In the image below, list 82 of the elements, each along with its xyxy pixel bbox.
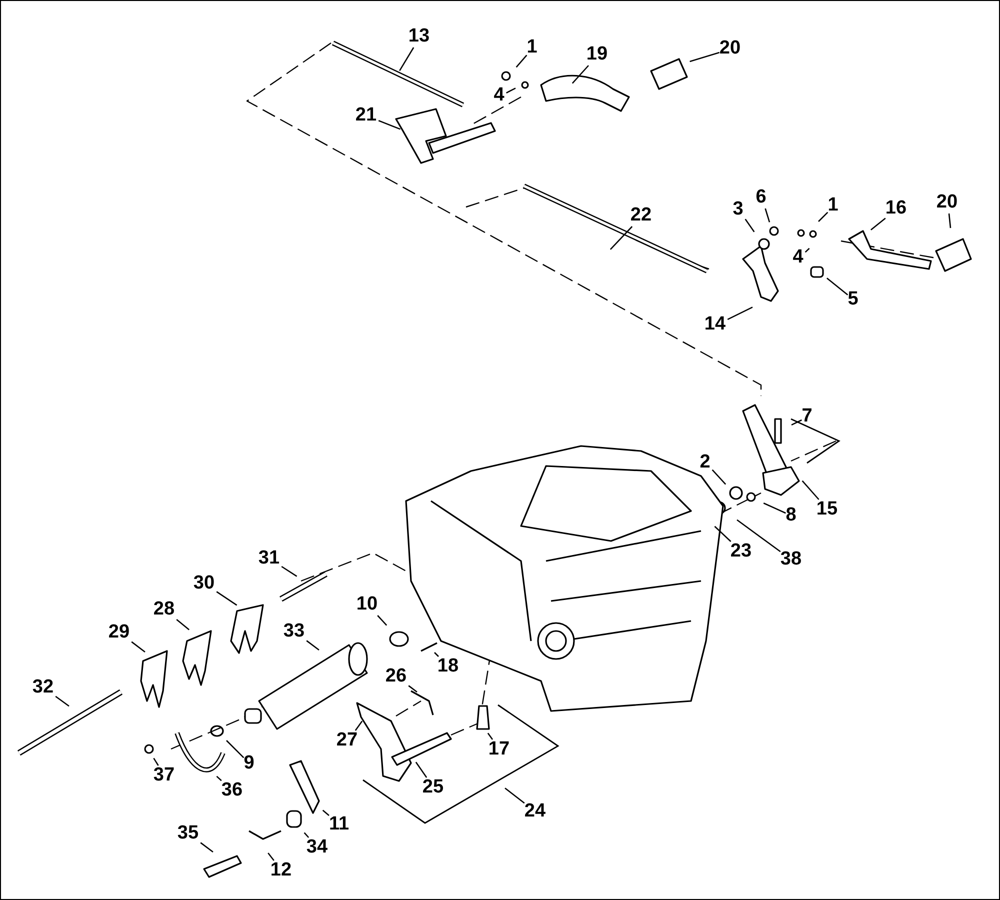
callout-number: 12	[269, 860, 293, 880]
leader-line	[55, 696, 70, 707]
callout-number: 34	[305, 836, 329, 858]
leader-line	[354, 720, 363, 731]
callout-number: 4	[492, 84, 506, 106]
leader-line	[226, 740, 244, 758]
callout-number: 35	[176, 822, 200, 844]
leader-line	[131, 641, 146, 653]
leader-line	[763, 502, 786, 514]
callout-number: 7	[800, 406, 814, 426]
leader-line	[415, 762, 428, 778]
leader-line	[304, 832, 310, 838]
leader-line	[408, 685, 418, 693]
leader-line	[268, 852, 274, 861]
leader-line	[870, 218, 886, 230]
callout-number: 32	[31, 676, 55, 698]
callout-number: 6	[754, 186, 768, 208]
leader-line	[736, 519, 781, 552]
leader-line	[690, 52, 720, 62]
callout-number: 18	[436, 656, 460, 676]
callout-number: 9	[242, 752, 256, 774]
callout-number: 5	[846, 288, 860, 310]
callout-number: 20	[718, 38, 742, 58]
leader-line	[572, 65, 589, 84]
leader-line	[727, 306, 753, 320]
leader-line	[744, 218, 755, 232]
callout-number: 21	[354, 104, 378, 126]
callout-number: 36	[220, 780, 244, 800]
callout-number: 11	[328, 814, 350, 834]
callout-number: 24	[523, 800, 547, 822]
leader-line	[216, 776, 222, 782]
callout-number: 17	[487, 738, 511, 760]
leader-line	[200, 842, 214, 853]
callout-number: 33	[282, 620, 306, 642]
leader-line	[487, 732, 494, 740]
leader-line	[378, 120, 401, 130]
callout-number: 25	[421, 776, 445, 798]
leader-line	[322, 810, 330, 816]
callout-number: 38	[779, 548, 803, 570]
callout-number: 30	[192, 572, 216, 594]
leader-line	[399, 47, 414, 72]
leader-line	[802, 480, 820, 500]
callout-number: 37	[152, 764, 176, 786]
callout-number: 1	[826, 194, 840, 216]
leader-line	[791, 419, 802, 426]
leader-line	[377, 615, 388, 626]
callout-number: 15	[815, 498, 839, 520]
callout-number: 31	[257, 548, 281, 568]
callout-number: 23	[729, 540, 753, 562]
leader-line	[764, 208, 770, 222]
callout-number: 20	[935, 192, 959, 212]
callout-number: 14	[703, 314, 727, 334]
leader-line	[804, 248, 810, 253]
leader-line	[434, 652, 439, 657]
callout-number: 4	[792, 246, 804, 268]
leader-line	[504, 788, 525, 804]
callout-number: 13	[407, 26, 431, 46]
callout-number: 10	[355, 594, 379, 614]
leader-line	[714, 526, 732, 542]
leader-line	[506, 88, 516, 94]
callout-number: 1	[526, 36, 538, 58]
leader-line	[610, 226, 633, 250]
callout-number: 27	[335, 730, 359, 750]
leader-line	[153, 758, 159, 766]
callout-number: 3	[732, 198, 744, 220]
leader-line	[176, 619, 190, 630]
callout-number: 16	[884, 198, 908, 218]
callout-number: 29	[107, 622, 131, 642]
callout-number: 26	[384, 666, 408, 686]
leader-line	[826, 278, 848, 296]
leader-line	[818, 212, 828, 222]
callout-number: 19	[585, 44, 609, 64]
callout-number: 22	[629, 204, 653, 226]
leader-line	[516, 54, 528, 68]
callout-number: 8	[784, 504, 798, 526]
callout-number: 2	[698, 452, 712, 472]
leader-line	[306, 640, 320, 651]
leader-line	[712, 469, 726, 485]
leader-line	[948, 213, 952, 228]
leader-line	[216, 591, 238, 606]
leader-line	[281, 566, 298, 577]
callout-number: 28	[152, 598, 176, 620]
